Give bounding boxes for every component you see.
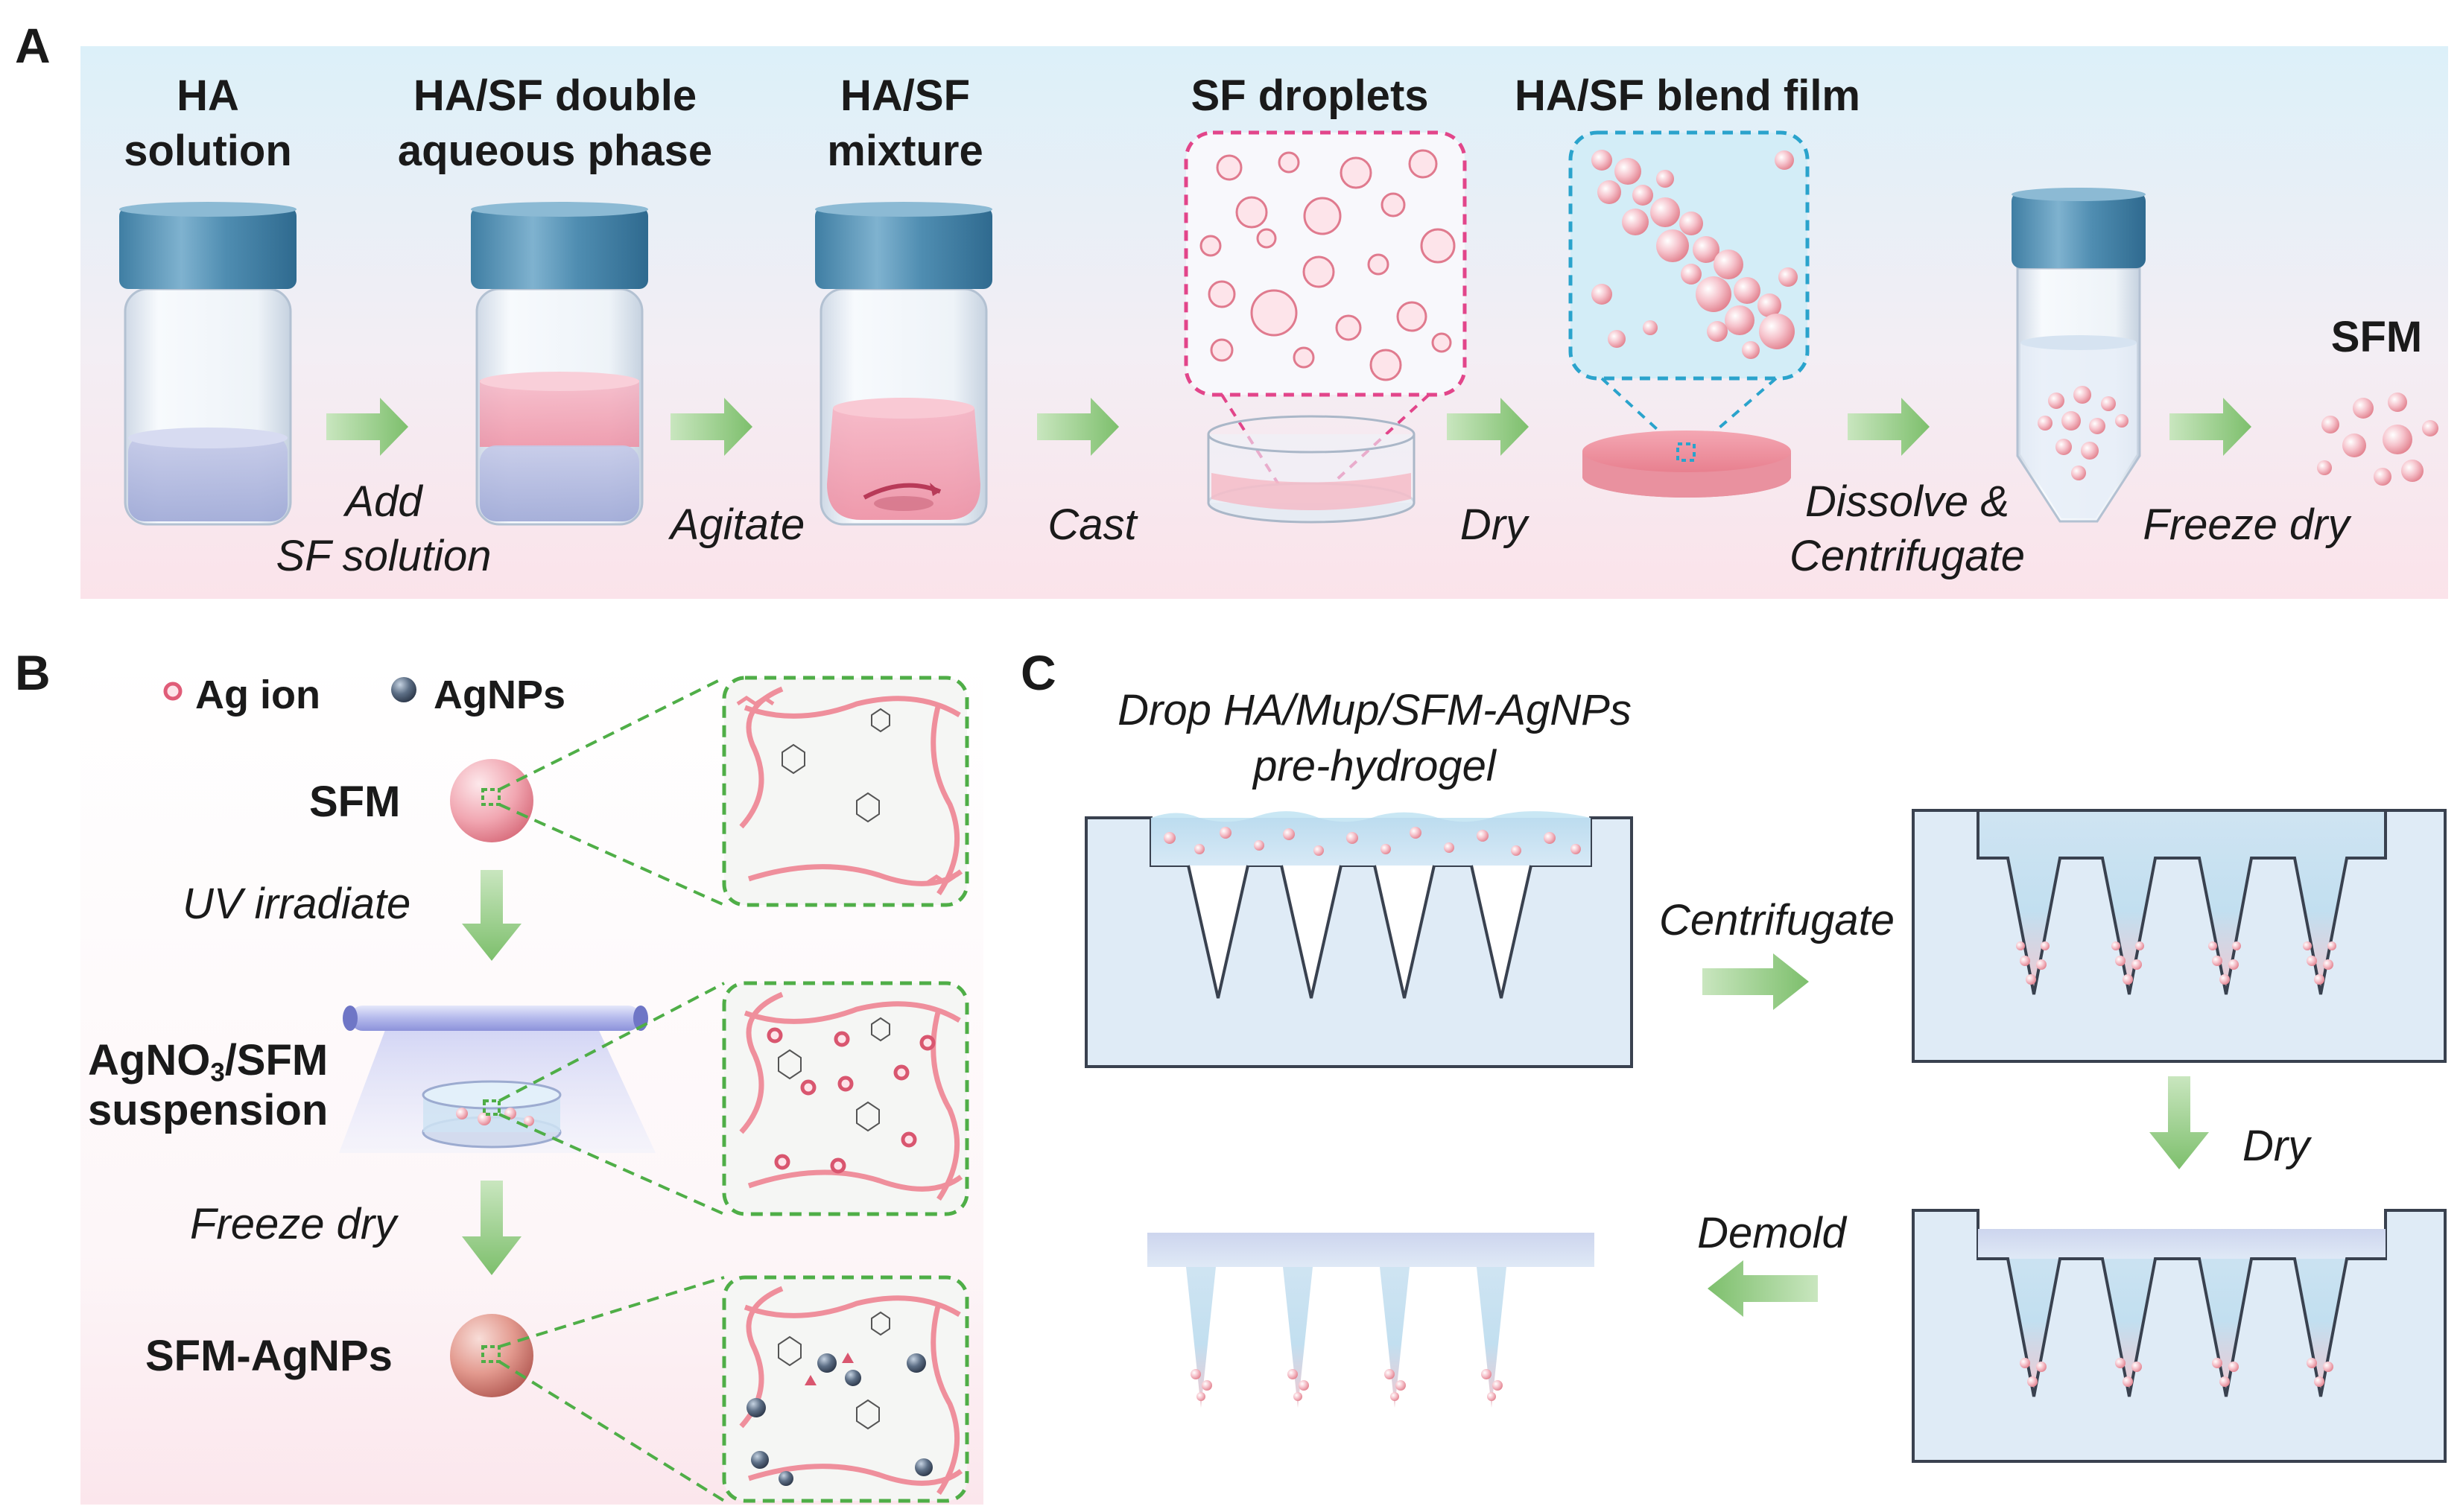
label-demold: Demold bbox=[1697, 1209, 1846, 1257]
agnps-legend-marker bbox=[391, 677, 416, 702]
dried-tip-particles bbox=[2020, 1358, 2333, 1387]
panel-b-arrows bbox=[462, 870, 522, 1275]
blend-film-particles bbox=[1591, 150, 1798, 359]
pre-hydrogel-particles bbox=[1164, 827, 1581, 856]
step-agitate: Agitate bbox=[670, 501, 805, 549]
legend-ag-ion-label: Ag ion bbox=[195, 673, 320, 717]
panel-c-arrows bbox=[1702, 953, 2209, 1317]
label-dry: Dry bbox=[2242, 1122, 2310, 1170]
vial-ha-solution bbox=[119, 202, 297, 526]
network-box-agnps bbox=[722, 1275, 969, 1503]
step-dissolve-line2: Centrifugate bbox=[1790, 532, 2025, 580]
panel-label-c: C bbox=[1021, 645, 1056, 700]
sfm-agnps-sphere bbox=[450, 1314, 533, 1397]
step-add-line1: Add bbox=[345, 477, 422, 526]
label-sfm-agnps: SFM-AgNPs bbox=[145, 1332, 393, 1380]
demolded-microneedle-patch bbox=[1147, 1233, 1594, 1408]
title-ha-solution-line1: HA bbox=[177, 72, 239, 120]
label-drop-line2: pre-hydrogel bbox=[1253, 742, 1496, 790]
label-uv-irradiate: UV irradiate bbox=[183, 880, 411, 928]
mold-centrifugated bbox=[1912, 809, 2447, 1063]
sfm-sphere bbox=[450, 759, 533, 842]
step-dry: Dry bbox=[1459, 501, 1528, 549]
legend-agnps-label: AgNPs bbox=[434, 673, 566, 717]
network-box-sfm bbox=[722, 676, 969, 907]
title-double-phase-line1: HA/SF double bbox=[413, 72, 697, 120]
network-box-agno3 bbox=[722, 981, 969, 1216]
mold-pre-hydrogel bbox=[1085, 811, 1633, 1068]
uv-lamp bbox=[339, 1006, 656, 1153]
label-freeze-dry: Freeze dry bbox=[190, 1200, 397, 1248]
step-dissolve-line1: Dissolve & bbox=[1805, 477, 2009, 526]
panel-label-b: B bbox=[15, 645, 51, 700]
label-drop-line1: Drop HA/Mup/SFM-AgNPs bbox=[1118, 686, 1632, 734]
title-sf-droplets: SF droplets bbox=[1191, 72, 1429, 120]
panel-a-arrows bbox=[326, 398, 2251, 456]
label-agno3-sfm: AgNO3/SFM bbox=[88, 1036, 329, 1087]
step-cast: Cast bbox=[1047, 501, 1137, 549]
vial-mixture bbox=[815, 202, 992, 526]
vial-double-aqueous-phase bbox=[471, 202, 648, 526]
sfm-particles bbox=[2317, 393, 2438, 486]
title-blend-film: HA/SF blend film bbox=[1515, 72, 1860, 120]
mold-dried bbox=[1912, 1209, 2447, 1463]
step-add-line2: SF solution bbox=[276, 532, 492, 580]
title-mixture-line2: mixture bbox=[827, 127, 983, 175]
title-sfm: SFM bbox=[2330, 313, 2423, 361]
panel-label-a: A bbox=[15, 18, 51, 73]
title-double-phase-line2: aqueous phase bbox=[397, 127, 713, 175]
title-mixture-line1: HA/SF bbox=[840, 72, 970, 120]
sf-droplets-zoom-circles bbox=[1199, 149, 1456, 381]
title-ha-solution-line2: solution bbox=[124, 127, 292, 175]
ag-ion-legend-marker bbox=[163, 682, 183, 701]
label-suspension: suspension bbox=[88, 1086, 329, 1134]
step-freeze-dry: Freeze dry bbox=[2143, 501, 2350, 549]
label-sfm: SFM bbox=[309, 778, 401, 826]
centrifuge-particles bbox=[2038, 386, 2128, 480]
label-centrifugate: Centrifugate bbox=[1659, 896, 1895, 944]
centrifugated-tip-particles bbox=[2016, 941, 2336, 985]
panel-b-zoom-lines bbox=[498, 676, 726, 1502]
